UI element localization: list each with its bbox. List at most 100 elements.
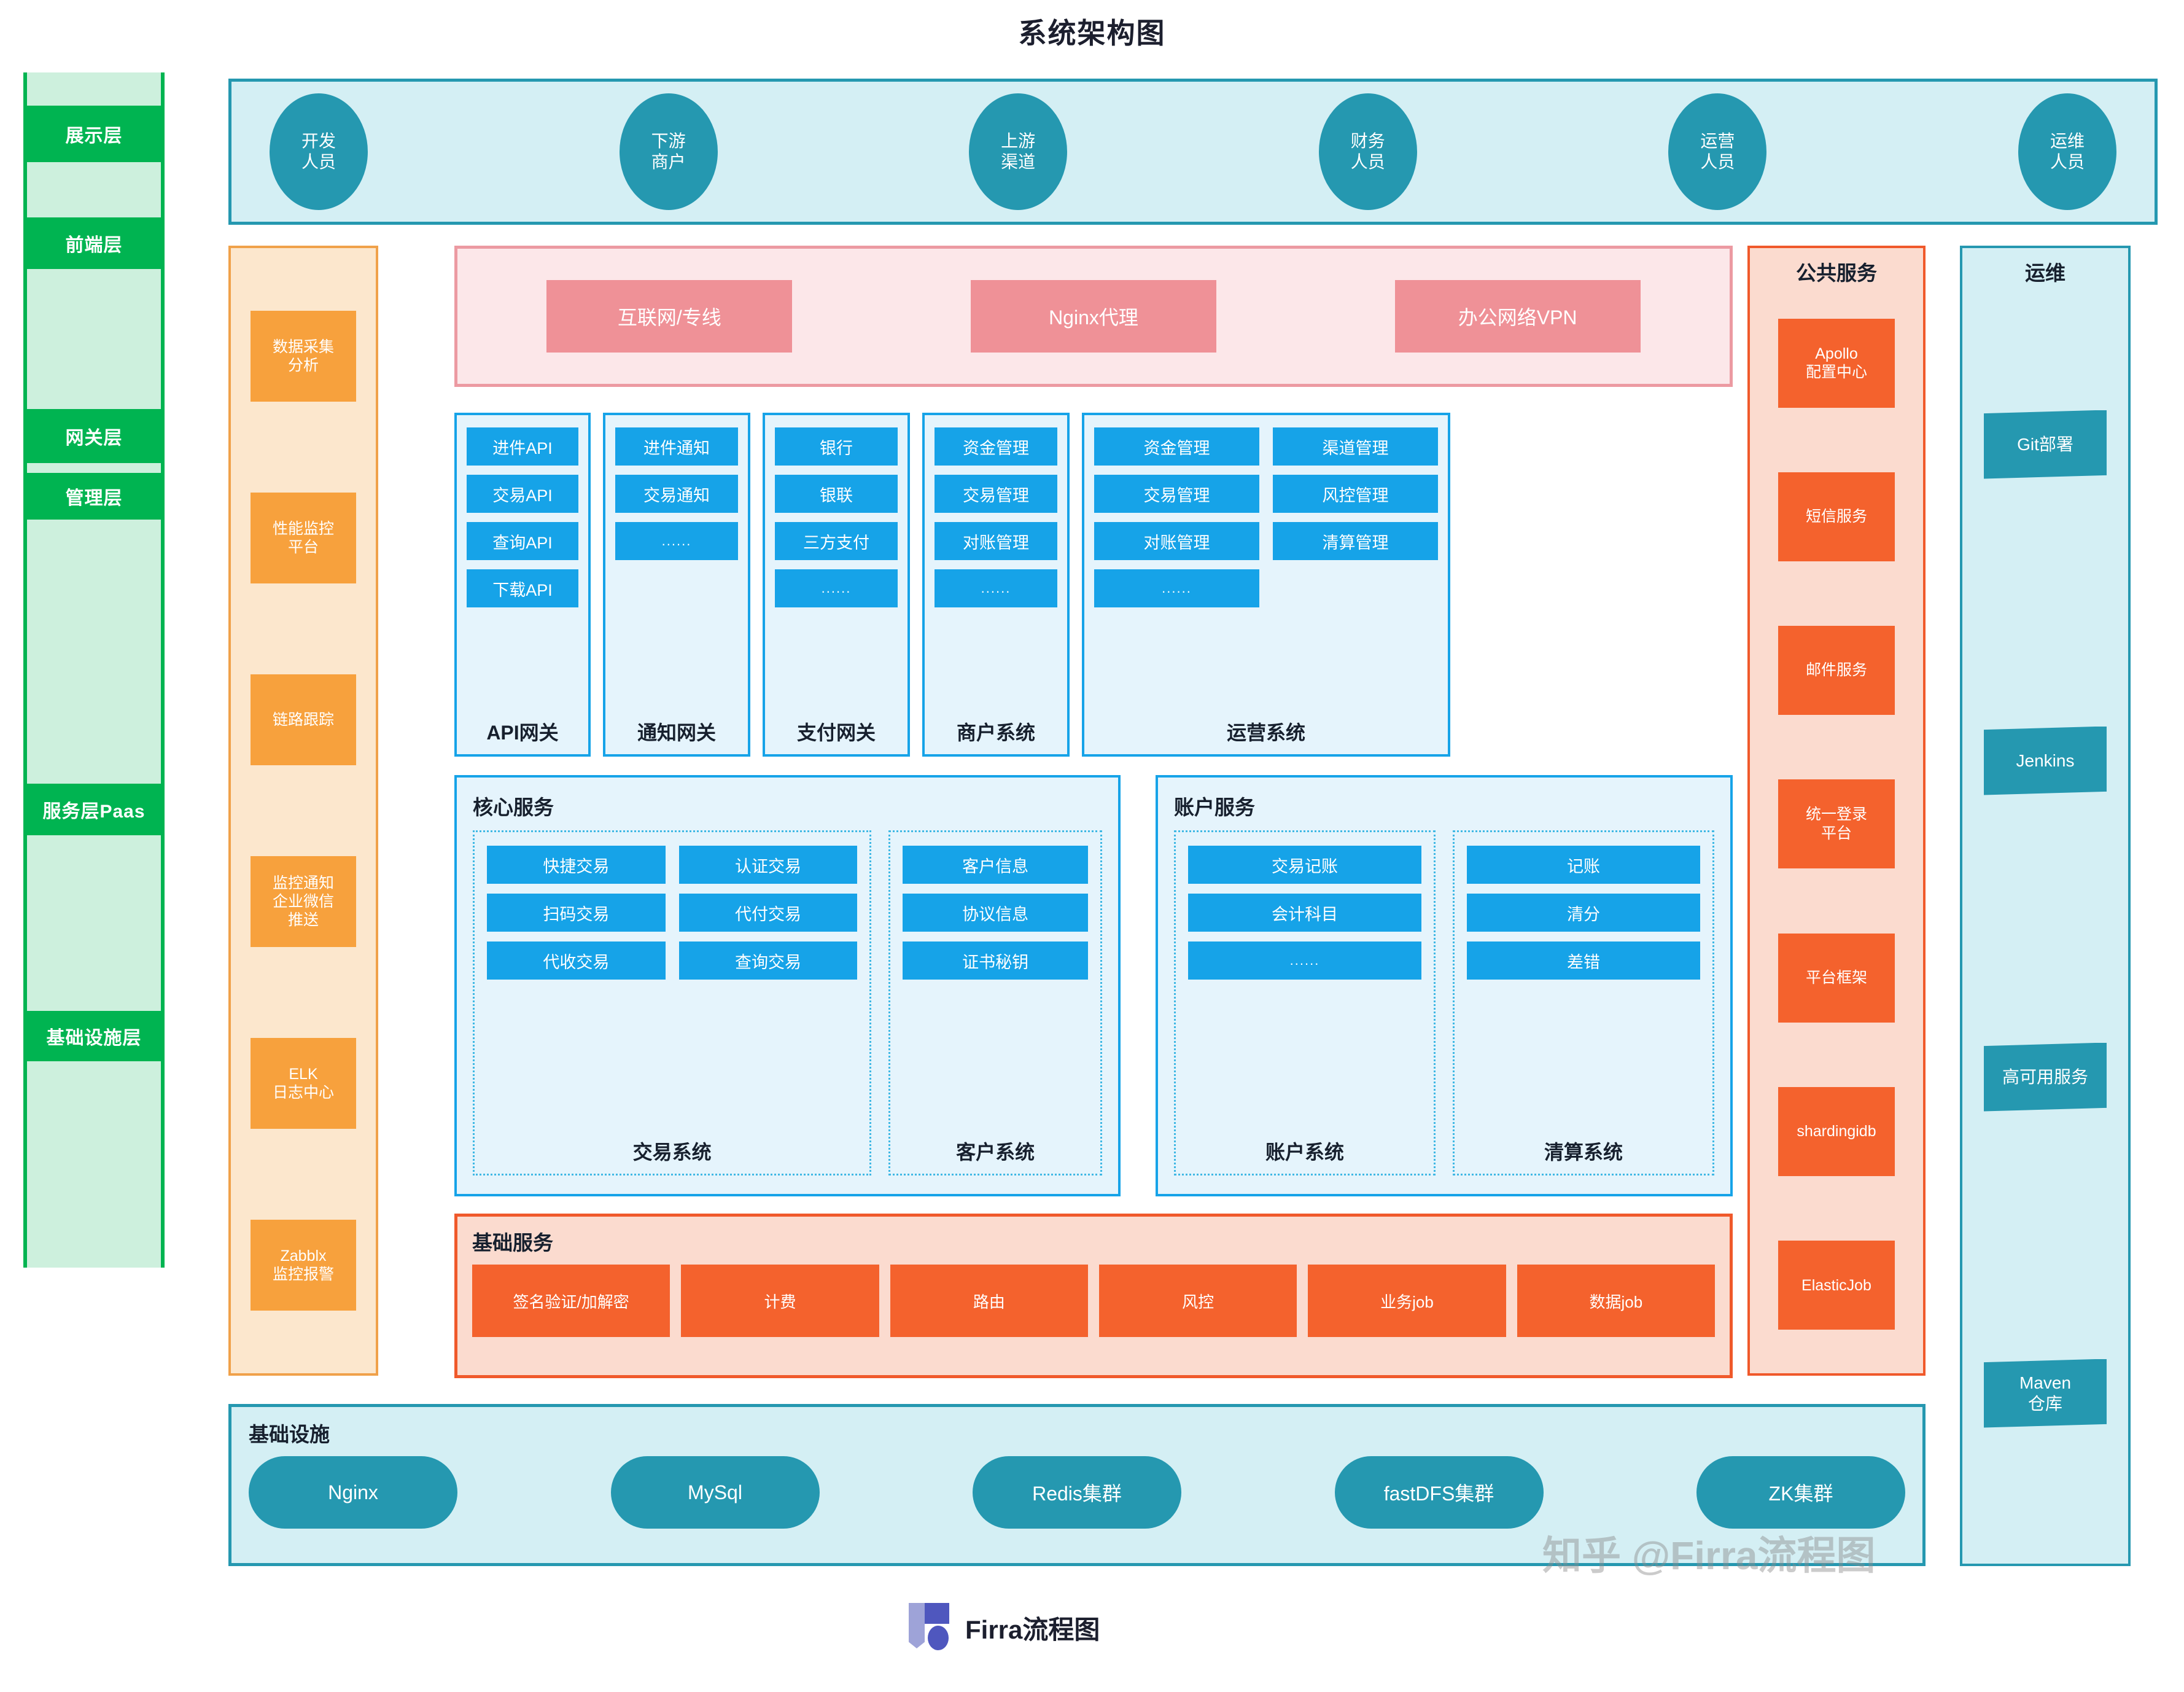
svc-chip[interactable]: 代付交易 bbox=[678, 894, 858, 932]
gateway-card-operations-system[interactable]: 资金管理 渠道管理 交易管理 风控管理 对账管理 清算管理 ...... 运营系… bbox=[1082, 413, 1450, 757]
gw-chip-more[interactable]: ...... bbox=[775, 569, 898, 607]
gw-chip[interactable]: 下载API bbox=[467, 569, 578, 607]
network-item-internet[interactable]: 互联网/专线 bbox=[546, 280, 793, 353]
basic-item-data-job[interactable]: 数据job bbox=[1517, 1265, 1715, 1337]
actor-downstream-merchant[interactable]: 下游 商户 bbox=[619, 93, 718, 210]
gateway-card-merchant-system[interactable]: 资金管理 交易管理 对账管理 ...... 商户系统 bbox=[922, 413, 1070, 757]
layer-gap bbox=[27, 269, 161, 409]
svc-chip[interactable]: 查询交易 bbox=[678, 942, 858, 980]
gw-chip[interactable]: 对账管理 bbox=[1094, 522, 1259, 560]
actor-devops-staff[interactable]: 运维 人员 bbox=[2018, 93, 2116, 210]
gw-chip[interactable]: 风控管理 bbox=[1273, 475, 1438, 513]
gw-chip[interactable]: 交易API bbox=[467, 475, 578, 513]
svc-chip-more[interactable]: ...... bbox=[1188, 942, 1421, 980]
network-item-office-vpn[interactable]: 办公网络VPN bbox=[1394, 280, 1641, 353]
svc-chip[interactable]: 扫码交易 bbox=[487, 894, 666, 932]
layer-label-infrastructure: 基础设施层 bbox=[46, 1028, 142, 1048]
infra-item-zk-cluster[interactable]: ZK集群 bbox=[1696, 1456, 1905, 1529]
actor-upstream-channel[interactable]: 上游 渠道 bbox=[969, 93, 1068, 210]
gw-chip[interactable]: 资金管理 bbox=[935, 427, 1057, 466]
svc-chip[interactable]: 会计科目 bbox=[1188, 894, 1421, 932]
gw-chip-more[interactable]: ...... bbox=[935, 569, 1057, 607]
gw-chip-more[interactable]: ...... bbox=[615, 522, 738, 560]
actor-line-2: 人员 bbox=[1700, 152, 1735, 171]
gateway-card-notification[interactable]: 进件通知 交易通知 ...... 通知网关 bbox=[603, 413, 750, 757]
public-item-platform-framework[interactable]: 平台框架 bbox=[1778, 933, 1895, 1023]
devops-item-jenkins[interactable]: Jenkins bbox=[1984, 726, 2107, 795]
gw-chip-more[interactable]: ...... bbox=[1094, 569, 1259, 607]
gw-chip[interactable]: 查询API bbox=[467, 522, 578, 560]
basic-item-routing[interactable]: 路由 bbox=[890, 1265, 1088, 1337]
gw-chip[interactable]: 三方支付 bbox=[775, 522, 898, 560]
basic-item-risk-control[interactable]: 风控 bbox=[1098, 1265, 1297, 1337]
gw-chip[interactable]: 清算管理 bbox=[1273, 522, 1438, 560]
public-item-sso[interactable]: 统一登录平台 bbox=[1778, 779, 1895, 869]
basic-item-billing[interactable]: 计费 bbox=[681, 1265, 879, 1337]
subsystem-transaction[interactable]: 快捷交易 认证交易 扫码交易 代付交易 代收交易 查询交易 交易系统 bbox=[473, 830, 872, 1175]
basic-item-signature[interactable]: 签名验证/加解密 bbox=[472, 1265, 670, 1337]
devops-item-git[interactable]: Git部署 bbox=[1984, 410, 2107, 479]
basic-item-business-job[interactable]: 业务job bbox=[1308, 1265, 1506, 1337]
infra-item-redis-cluster[interactable]: Redis集群 bbox=[973, 1456, 1181, 1529]
firra-logo-icon bbox=[909, 1603, 954, 1652]
network-item-nginx-proxy[interactable]: Nginx代理 bbox=[970, 280, 1216, 353]
layer-label-service-paas: 服务层Paas bbox=[42, 801, 146, 822]
gw-chip[interactable]: 渠道管理 bbox=[1273, 427, 1438, 466]
svc-chip[interactable]: 协议信息 bbox=[903, 894, 1088, 932]
gateway-card-payment[interactable]: 银行 银联 三方支付 ...... 支付网关 bbox=[763, 413, 910, 757]
account-service-panel: 账户服务 交易记账 会计科目 ...... 账户系统 记账 清分 差错 清算系统 bbox=[1156, 775, 1733, 1196]
svc-chip[interactable]: 客户信息 bbox=[903, 846, 1088, 884]
svc-chip[interactable]: 代收交易 bbox=[487, 942, 666, 980]
layer-gap bbox=[27, 463, 161, 473]
gw-chip[interactable]: 交易通知 bbox=[615, 475, 738, 513]
infra-item-fastdfs-cluster[interactable]: fastDFS集群 bbox=[1334, 1456, 1544, 1529]
actor-line-1: 运维 bbox=[2050, 131, 2085, 150]
gw-chip[interactable]: 银行 bbox=[775, 427, 898, 466]
subsystem-title: 交易系统 bbox=[632, 1141, 712, 1163]
public-item-sms[interactable]: 短信服务 bbox=[1778, 472, 1895, 561]
gw-chip[interactable]: 对账管理 bbox=[935, 522, 1057, 560]
actor-operations-staff[interactable]: 运营 人员 bbox=[1668, 93, 1767, 210]
svc-chip[interactable]: 认证交易 bbox=[678, 846, 858, 884]
actor-line-2: 人员 bbox=[301, 152, 336, 171]
gw-chip[interactable]: 进件API bbox=[467, 427, 578, 466]
subsystem-account[interactable]: 交易记账 会计科目 ...... 账户系统 bbox=[1174, 830, 1436, 1175]
gw-chip[interactable]: 交易管理 bbox=[935, 475, 1057, 513]
infra-item-nginx[interactable]: Nginx bbox=[249, 1456, 457, 1529]
svc-chip[interactable]: 证书秘钥 bbox=[903, 942, 1088, 980]
infra-item-mysql[interactable]: MySql bbox=[610, 1456, 820, 1529]
actor-finance-staff[interactable]: 财务 人员 bbox=[1318, 93, 1417, 210]
public-item-elasticjob[interactable]: ElasticJob bbox=[1778, 1241, 1895, 1330]
gateway-card-api[interactable]: 进件API 交易API 查询API 下载API API网关 bbox=[454, 413, 591, 757]
page-title: 系统架构图 bbox=[1018, 17, 1166, 49]
public-item-shardingidb[interactable]: shardingidb bbox=[1778, 1087, 1895, 1177]
subsystem-settlement[interactable]: 记账 清分 差错 清算系统 bbox=[1453, 830, 1714, 1175]
monitor-item-trace[interactable]: 链路跟踪 bbox=[251, 674, 356, 765]
svc-chip[interactable]: 差错 bbox=[1467, 942, 1700, 980]
svc-chip[interactable]: 交易记账 bbox=[1188, 846, 1421, 884]
svc-chip[interactable]: 快捷交易 bbox=[487, 846, 666, 884]
basic-service-title: 基础服务 bbox=[472, 1231, 553, 1254]
monitor-item-data-collection[interactable]: 数据采集分析 bbox=[251, 311, 356, 402]
svc-chip[interactable]: 清分 bbox=[1467, 894, 1700, 932]
devops-item-ha-service[interactable]: 高可用服务 bbox=[1984, 1042, 2107, 1112]
actor-band: 开发 人员 下游 商户 上游 渠道 财务 人员 运营 人员 运维 人员 bbox=[228, 79, 2158, 225]
gw-chip[interactable]: 银联 bbox=[775, 475, 898, 513]
public-item-email[interactable]: 邮件服务 bbox=[1778, 626, 1895, 715]
actor-line-1: 上游 bbox=[1001, 131, 1036, 150]
subsystem-customer[interactable]: 客户信息 协议信息 证书秘钥 客户系统 bbox=[888, 830, 1102, 1175]
gateway-card-title: API网关 bbox=[486, 722, 559, 744]
gw-chip[interactable]: 资金管理 bbox=[1094, 427, 1259, 466]
monitor-item-performance-platform[interactable]: 性能监控平台 bbox=[251, 493, 356, 583]
svc-chip[interactable]: 记账 bbox=[1467, 846, 1700, 884]
subsystem-title: 客户系统 bbox=[956, 1141, 1035, 1163]
gw-chip[interactable]: 交易管理 bbox=[1094, 475, 1259, 513]
actor-developer[interactable]: 开发 人员 bbox=[270, 93, 368, 210]
gw-chip[interactable]: 进件通知 bbox=[615, 427, 738, 466]
monitor-item-wechat-push[interactable]: 监控通知企业微信推送 bbox=[251, 856, 356, 947]
